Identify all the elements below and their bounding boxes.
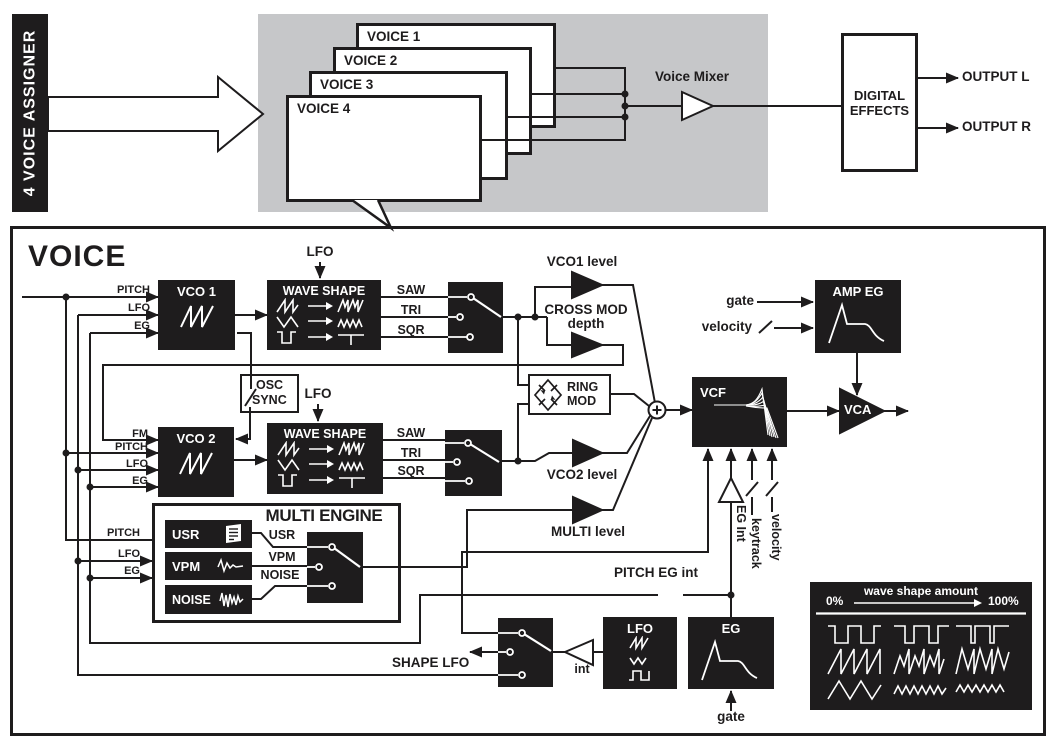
multi-noise-label: NOISE [172,592,211,607]
keytrack-label: keytrack [749,518,763,569]
osc-sync-box: OSC SYNC [240,374,299,413]
multi-input-eg-label: EG [124,565,140,577]
amp-eg-box: AMP EG [815,280,901,353]
multi-usr-block: USR [165,520,252,548]
wave-shape-legend: wave shape amount 0% 100% [810,582,1032,710]
multi-noise-block: NOISE [165,585,252,614]
eg-int-label: EG Int [734,505,748,542]
voice-assigner-box: 4 VOICE ASSIGNER [12,14,48,212]
sawtooth-icon [179,452,213,475]
voice-card-4: VOICE 4 [286,95,482,202]
multi-engine-title: MULTI ENGINE [265,506,383,525]
amp-eg-velocity-label: velocity [701,319,752,334]
multi-sel-usr-label: USR [268,528,296,542]
vpm-wave-icon [217,557,244,574]
voice-title: VOICE [28,240,127,273]
user-osc-doc-icon [226,524,241,543]
voice-card-2-label: VOICE 2 [344,53,398,68]
noise-wave-icon [219,592,244,607]
vco2-input-fm-label: FM [132,428,148,440]
multi-vpm-block: VPM [165,552,252,580]
wave-morph-icons [276,298,364,345]
wave-morph-icons [277,441,365,488]
lfo-title: LFO [627,621,653,636]
legend-waveforms [816,599,1026,701]
vco2-input-lfo-label: LFO [126,458,148,470]
amp-eg-title: AMP EG [832,284,884,299]
osc-sync-line2: SYNC [252,393,287,407]
vcf-title: VCF [700,385,726,400]
wave-shape1-box: WAVE SHAPE [267,280,381,350]
vco1-input-pitch-label: PITCH [117,284,150,296]
multi-level-label: MULTI level [550,524,625,539]
voice-detail-box [10,226,1046,736]
wave-shape1-title: WAVE SHAPE [282,284,366,298]
envelope-icon [701,638,758,681]
ws1-out-sqr-label: SQR [397,323,425,337]
voice-card-4-label: VOICE 4 [297,101,351,116]
eg-title: EG [721,621,741,636]
output-r-label: OUTPUT R [962,119,1031,134]
digital-effects-box: DIGITAL EFFECTS [841,33,918,172]
lfo-waveforms-icon [629,636,650,681]
ws2-out-sqr-label: SQR [397,464,425,478]
vcf-box: VCF [692,377,787,447]
voice-card-3-label: VOICE 3 [320,77,374,92]
cross-mod-line1: CROSS MOD [544,302,628,317]
eg-box: EG [688,617,774,689]
vco2-level-label: VCO2 level [546,467,618,482]
vco2-input-pitch-label: PITCH [115,441,148,453]
lfo-int-label: int [574,662,590,676]
vco1-title: VCO 1 [176,284,216,299]
filter-curve-icon [714,386,779,439]
multi-sel-vpm-label: VPM [268,550,296,564]
wave-shape2-title: WAVE SHAPE [283,427,367,441]
ws1-lfo-label: LFO [306,244,334,259]
cross-mod-line2: depth [567,316,605,332]
ws2-lfo-label: LFO [304,386,332,401]
voice-card-1-label: VOICE 1 [367,29,421,44]
assigner-arrow [47,74,265,154]
legend-title: wave shape amount [863,584,979,598]
vco2-title: VCO 2 [176,431,216,446]
ws2-out-tri-label: TRI [400,446,422,460]
vco2-box: VCO 2 [158,427,234,497]
voice-assigner-label: 4 VOICE ASSIGNER [21,29,38,197]
output-l-label: OUTPUT L [962,69,1030,84]
wave-shape2-box: WAVE SHAPE [267,423,383,494]
ring-mod-line2: MOD [567,393,597,408]
cross-mod-label: CROSS MOD depth [538,302,634,332]
ws2-out-saw-label: SAW [396,426,426,440]
amp-eg-gate-label: gate [726,293,754,308]
ring-mod-diode-icon [533,378,563,411]
ring-mod-box: RING MOD [528,374,611,415]
multi-input-pitch-label: PITCH [107,527,140,539]
digital-effects-line1: DIGITAL [853,87,906,103]
multi-usr-label: USR [172,526,200,542]
vco1-box: VCO 1 [158,280,235,350]
ws1-out-tri-label: TRI [400,303,422,317]
digital-effects-line2: EFFECTS [849,102,910,118]
ring-mod-line1: RING [567,379,599,394]
eg-gate-label: gate [717,709,745,724]
osc-sync-line1: OSC [256,378,284,392]
legend-min-label: 0% [826,594,844,608]
multi-vpm-label: VPM [172,558,201,574]
vco1-input-eg-label: EG [134,320,150,332]
velocity-label: velocity [769,514,783,561]
envelope-icon [828,301,885,344]
multi-sel-noise-label: NOISE [260,568,300,582]
voice-mixer-label: Voice Mixer [655,69,730,84]
vco2-input-eg-label: EG [132,475,148,487]
sawtooth-icon [179,305,214,328]
lfo-box: LFO [603,617,677,689]
vca-label: VCA [844,402,872,417]
vco1-level-label: VCO1 level [546,254,618,269]
legend-max-label: 100% [988,594,1019,608]
pitch-eg-int-label: PITCH EG int [614,565,698,580]
multi-input-lfo-label: LFO [118,548,140,560]
shape-lfo-label: SHAPE LFO [392,655,470,670]
ws1-out-saw-label: SAW [396,283,426,297]
vco1-input-lfo-label: LFO [128,302,150,314]
